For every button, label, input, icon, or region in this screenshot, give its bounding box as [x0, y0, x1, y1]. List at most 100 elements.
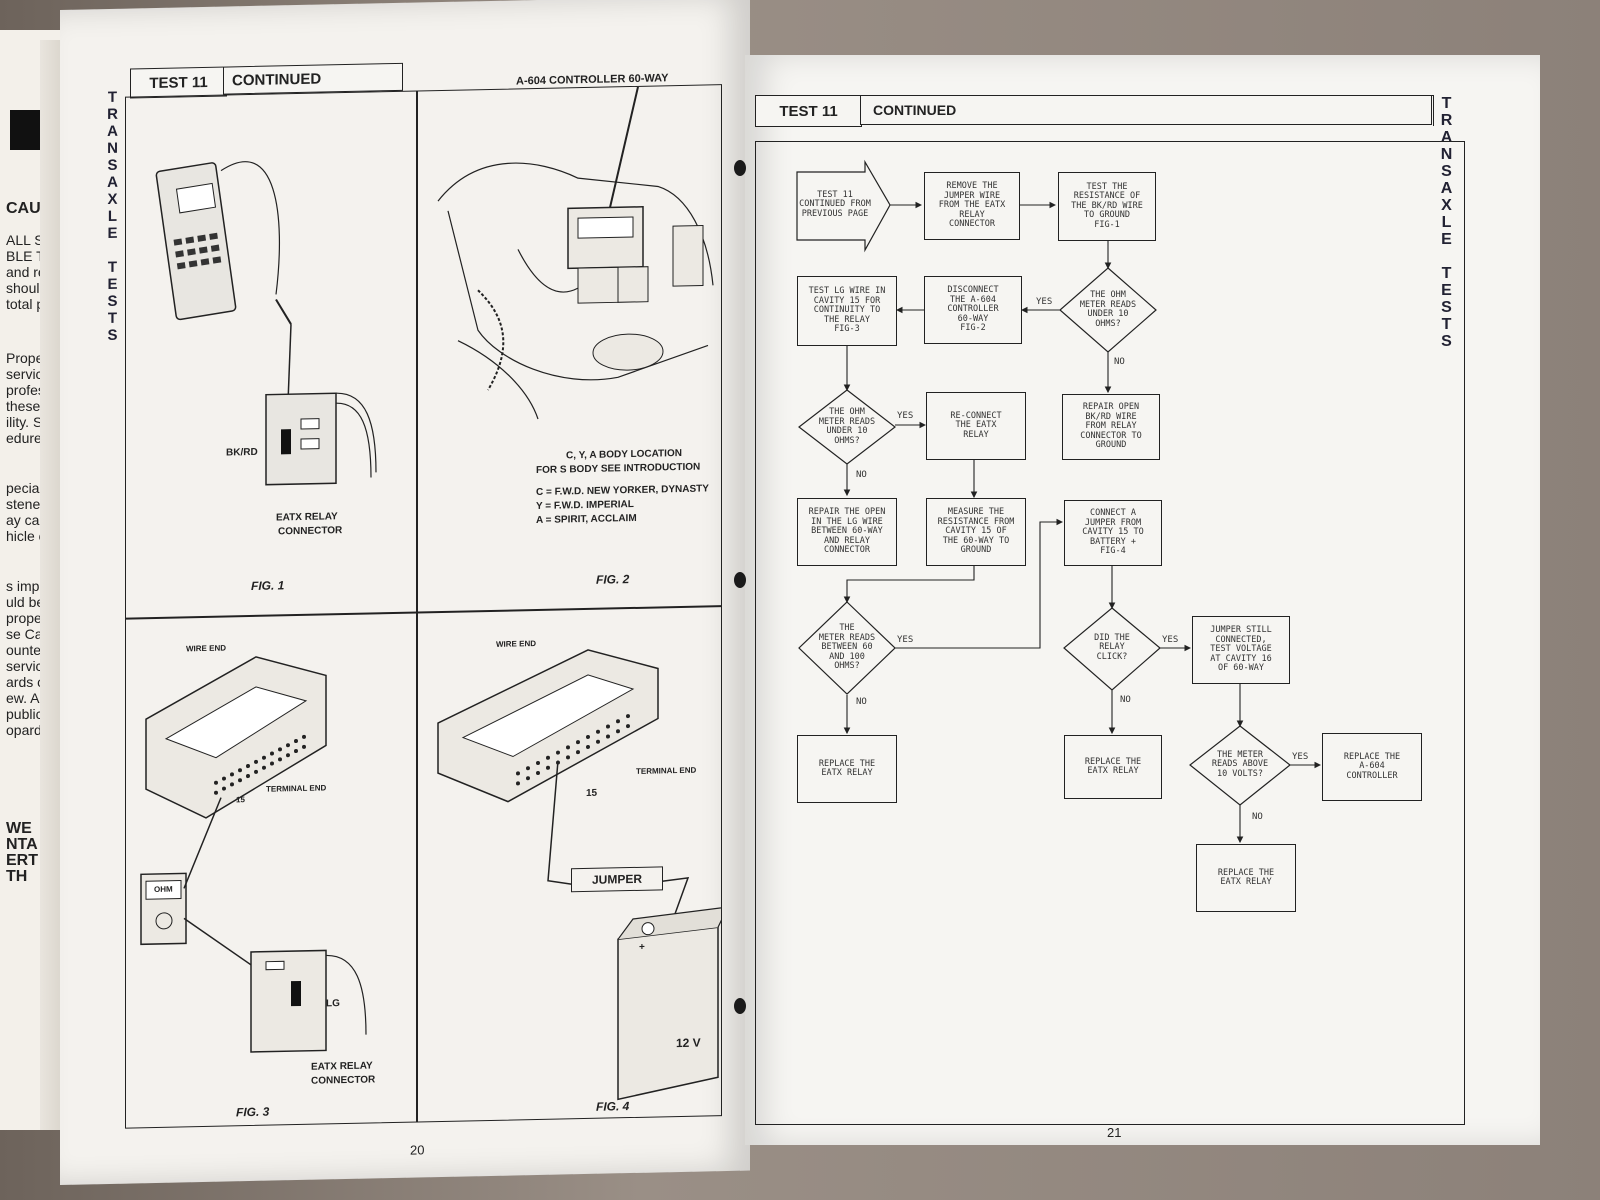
fig1-caption: FIG. 1: [251, 578, 285, 593]
flow-connect-jumper: CONNECT A JUMPER FROM CAVITY 15 TO BATTE…: [1064, 500, 1162, 566]
flow-q-ohm-b-text: THE OHM METER READS UNDER 10 OHMS?: [818, 407, 876, 446]
back-sheet-line: WE: [6, 820, 32, 837]
flow-replace-controller-text: REPLACE THE A-604 CONTROLLER: [1343, 751, 1401, 781]
back-sheet-line: pecial: [6, 480, 43, 496]
back-sheet-line: proper: [6, 610, 47, 626]
flow-repair-bkrd-text: REPAIR OPEN BK/RD WIRE FROM RELAY CONNEC…: [1080, 402, 1142, 451]
flow-connect-jumper-text: CONNECT A JUMPER FROM CAVITY 15 TO BATTE…: [1082, 508, 1144, 557]
flow-replace-eatx-3-text: REPLACE THE EATX RELAY: [1217, 867, 1275, 887]
fig4-illustration: [437, 649, 721, 1101]
fig3-wire-end: WIRE END: [186, 643, 226, 654]
flow-jumper-still-text: JUMPER STILL CONNECTED, TEST VOLTAGE AT …: [1210, 625, 1272, 674]
fig4-jumper-label: JUMPER: [591, 871, 642, 887]
fig3-connector-label-1: EATX RELAY: [311, 1060, 373, 1073]
edge-yes-3: YES: [897, 635, 914, 645]
edge-yes-2: YES: [897, 411, 914, 421]
flow-test-lg-text: TEST LG WIRE IN CAVITY 15 FOR CONTINUITY…: [808, 286, 886, 335]
back-sheet-line: opard: [6, 722, 42, 738]
back-sheet-line: CAUT: [6, 200, 51, 217]
fig4-caption: FIG. 4: [596, 1099, 630, 1114]
right-continued-label: CONTINUED: [873, 102, 957, 118]
flowchart-frame: [755, 141, 1465, 1125]
back-sheet-line: NTA: [6, 836, 38, 853]
continued-label-box: CONTINUED: [223, 62, 403, 95]
back-sheet-line: ounter: [6, 642, 46, 658]
right-side-title: TRANSAXLE TESTS: [1438, 95, 1455, 350]
back-sheet-line: service: [6, 366, 51, 382]
back-sheet-line: uld be: [6, 594, 45, 610]
binder-hole: [734, 998, 746, 1014]
edge-no-2: NO: [856, 470, 867, 480]
right-continued-label-box: CONTINUED: [860, 95, 1432, 125]
fig1-connector-label-2: CONNECTOR: [278, 525, 343, 538]
back-sheet-line: ALL S: [6, 232, 44, 248]
flow-q-above-10v-text: THE METER READS ABOVE 10 VOLTS?: [1211, 749, 1269, 779]
back-sheet-line: TH: [6, 868, 28, 885]
edge-yes-1: YES: [1036, 297, 1053, 307]
fig2-legend-a: A = SPIRIT, ACCLAIM: [536, 512, 637, 527]
edge-yes-5: YES: [1292, 752, 1309, 762]
binder-hole: [734, 160, 746, 176]
fig3-wire-label: LG: [326, 998, 340, 1010]
flow-q-above-10v: THE METER READS ABOVE 10 VOLTS?: [1204, 745, 1276, 785]
flow-measure: MEASURE THE RESISTANCE FROM CAVITY 15 OF…: [926, 498, 1026, 566]
fig4-cavity: 15: [586, 787, 598, 799]
fig4-battery-label: 12 V: [676, 1035, 701, 1051]
fig3-caption: FIG. 3: [236, 1104, 270, 1120]
fig3-connector-label-2: CONNECTOR: [311, 1074, 376, 1087]
flow-remove-jumper-text: REMOVE THE JUMPER WIRE FROM THE EATX REL…: [938, 181, 1006, 230]
back-sheet-line: BLE T: [6, 248, 45, 264]
back-sheet-line: Proper: [6, 350, 49, 366]
flow-replace-eatx-1: REPLACE THE EATX RELAY: [797, 735, 897, 803]
flow-q-between: THE METER READS BETWEEN 60 AND 100 OHMS?: [811, 616, 883, 680]
fig3-cavity: 15: [236, 795, 245, 805]
left-page-number: 20: [410, 1142, 425, 1158]
edge-no-1: NO: [1114, 357, 1125, 367]
flow-test-resistance-text: TEST THE RESISTANCE OF THE BK/RD WIRE TO…: [1071, 181, 1143, 230]
edge-no-5: NO: [1252, 812, 1263, 822]
side-title: TRANSAXLE TESTS: [104, 88, 121, 345]
fig4-jumper-box: JUMPER: [571, 866, 663, 893]
flow-remove-jumper: REMOVE THE JUMPER WIRE FROM THE EATX REL…: [924, 172, 1020, 240]
flow-test-resistance: TEST THE RESISTANCE OF THE BK/RD WIRE TO…: [1058, 172, 1156, 241]
flow-q-ohm-a-text: THE OHM METER READS UNDER 10 OHMS?: [1079, 290, 1137, 329]
continued-label: CONTINUED: [232, 70, 322, 89]
flow-repair-lg: REPAIR THE OPEN IN THE LG WIRE BETWEEN 6…: [797, 498, 897, 566]
right-test-label-box: TEST 11: [755, 95, 862, 127]
flow-q-ohm-a: THE OHM METER READS UNDER 10 OHMS?: [1072, 282, 1144, 338]
back-sheet-line: total p: [6, 296, 45, 312]
flow-q-ohm-b: THE OHM METER READS UNDER 10 OHMS?: [811, 400, 883, 454]
back-sheet-line: ERT: [6, 852, 38, 869]
back-sheet-line: stener: [6, 496, 45, 512]
binder-hole: [734, 572, 746, 588]
fig3-meter-label: OHM: [154, 884, 173, 895]
flow-q-click: DID THE RELAY CLICK?: [1078, 628, 1146, 668]
flow-start: TEST 11 CONTINUED FROM PREVIOUS PAGE: [799, 178, 871, 232]
flow-start-text: TEST 11 CONTINUED FROM PREVIOUS PAGE: [799, 189, 871, 219]
fig4-wire-end: WIRE END: [496, 639, 536, 649]
flow-test-lg: TEST LG WIRE IN CAVITY 15 FOR CONTINUITY…: [797, 276, 897, 346]
back-sheet-line: publica: [6, 706, 51, 722]
fig4-terminal-end: TERMINAL END: [636, 765, 697, 776]
fig3-terminal-end: TERMINAL END: [266, 783, 327, 794]
fig2-caption: FIG. 2: [596, 572, 630, 587]
fig1-illustration: [155, 161, 377, 486]
fig2-controller-label: A-604 CONTROLLER 60-WAY: [516, 72, 669, 88]
flow-measure-text: MEASURE THE RESISTANCE FROM CAVITY 15 OF…: [937, 507, 1015, 556]
test-label: TEST 11: [149, 73, 208, 92]
fig1-wire-label: BK/RD: [226, 446, 258, 459]
flow-disconnect-text: DISCONNECT THE A-604 CONTROLLER 60-WAY F…: [947, 285, 999, 334]
edge-no-4: NO: [1120, 695, 1131, 705]
flow-replace-eatx-2-text: REPLACE THE EATX RELAY: [1084, 756, 1142, 776]
flow-q-between-text: THE METER READS BETWEEN 60 AND 100 OHMS?: [818, 623, 876, 672]
flow-disconnect: DISCONNECT THE A-604 CONTROLLER 60-WAY F…: [924, 276, 1022, 344]
flow-repair-lg-text: REPAIR THE OPEN IN THE LG WIRE BETWEEN 6…: [808, 507, 886, 556]
flow-reconnect: RE-CONNECT THE EATX RELAY: [926, 392, 1026, 460]
fig3-illustration: [140, 656, 367, 1053]
flow-repair-bkrd: REPAIR OPEN BK/RD WIRE FROM RELAY CONNEC…: [1062, 394, 1160, 460]
fig2-legend-y: Y = F.W.D. IMPERIAL: [536, 498, 634, 513]
flow-replace-eatx-3: REPLACE THE EATX RELAY: [1196, 844, 1296, 912]
back-sheet-line: should: [6, 280, 48, 296]
back-sheet-line: servic: [6, 658, 43, 674]
edge-yes-4: YES: [1162, 635, 1179, 645]
